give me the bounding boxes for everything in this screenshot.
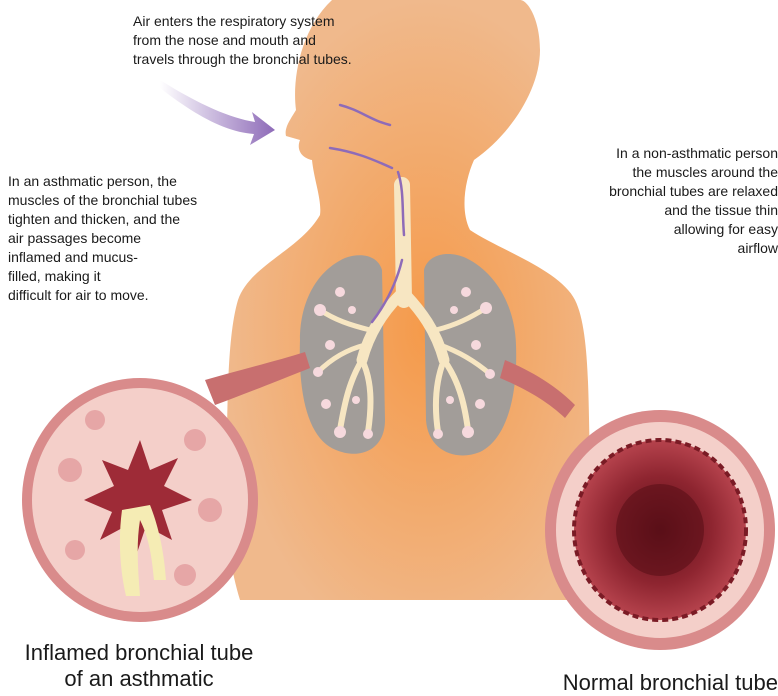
normal-tube-caption: Normal bronchial tube xyxy=(563,670,778,696)
inflamed-tube-graphic xyxy=(22,378,258,622)
air-intake-annotation: Air enters the respiratory system from t… xyxy=(133,12,352,69)
asthmatic-annotation: In an asthmatic person, the muscles of t… xyxy=(8,172,197,305)
non-asthmatic-annotation: In a non-asthmatic person the muscles ar… xyxy=(609,144,778,258)
inflamed-tube-caption: Inflamed bronchial tube of an asthmatic xyxy=(8,640,270,692)
main-air-arrow xyxy=(160,80,275,145)
normal-tube-graphic xyxy=(545,410,775,650)
